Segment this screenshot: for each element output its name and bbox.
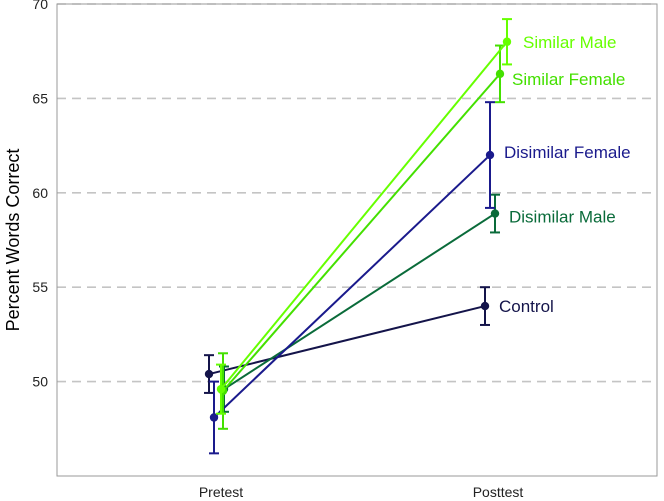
- series-control: Control: [204, 286, 554, 394]
- data-point: [216, 384, 226, 394]
- data-point: [480, 301, 490, 311]
- series-label: Disimilar Male: [509, 208, 616, 227]
- y-tick-label: 65: [32, 90, 48, 106]
- data-point: [204, 369, 214, 379]
- series-label: Similar Male: [523, 33, 617, 52]
- series-group: Control Disimilar Male Disimilar Female Sim…: [204, 18, 631, 455]
- y-axis-ticks: 50 55 60 65 70: [32, 0, 48, 390]
- series-disimilar-male: Disimilar Male: [219, 193, 616, 413]
- series-similar-female: Similar Female: [218, 44, 625, 430]
- y-tick-label: 50: [32, 374, 48, 390]
- data-point: [502, 37, 512, 46]
- data-point: [209, 413, 219, 422]
- x-tick-label: Posttest: [473, 484, 524, 500]
- x-axis-ticks: Pretest Posttest: [199, 484, 524, 500]
- gridlines: [57, 3, 657, 383]
- series-label: Similar Female: [512, 70, 625, 89]
- series-line: [223, 212, 496, 390]
- series-label: Disimilar Female: [504, 143, 631, 162]
- series-disimilar-female: Disimilar Female: [209, 101, 631, 455]
- data-point: [490, 209, 500, 218]
- series-label: Control: [499, 297, 554, 316]
- series-line: [208, 305, 486, 376]
- y-tick-label: 55: [32, 279, 48, 295]
- series-line: [220, 41, 508, 390]
- series-similar-male: Similar Male: [216, 18, 617, 415]
- series-line: [222, 73, 501, 392]
- x-tick-label: Pretest: [199, 484, 243, 500]
- y-tick-label: 70: [32, 0, 48, 12]
- data-point: [495, 69, 505, 79]
- data-point: [485, 150, 495, 160]
- y-tick-label: 60: [32, 185, 48, 201]
- y-axis-title: Percent Words Correct: [3, 149, 23, 332]
- series-line: [213, 154, 491, 419]
- plot-border: [56, 3, 658, 477]
